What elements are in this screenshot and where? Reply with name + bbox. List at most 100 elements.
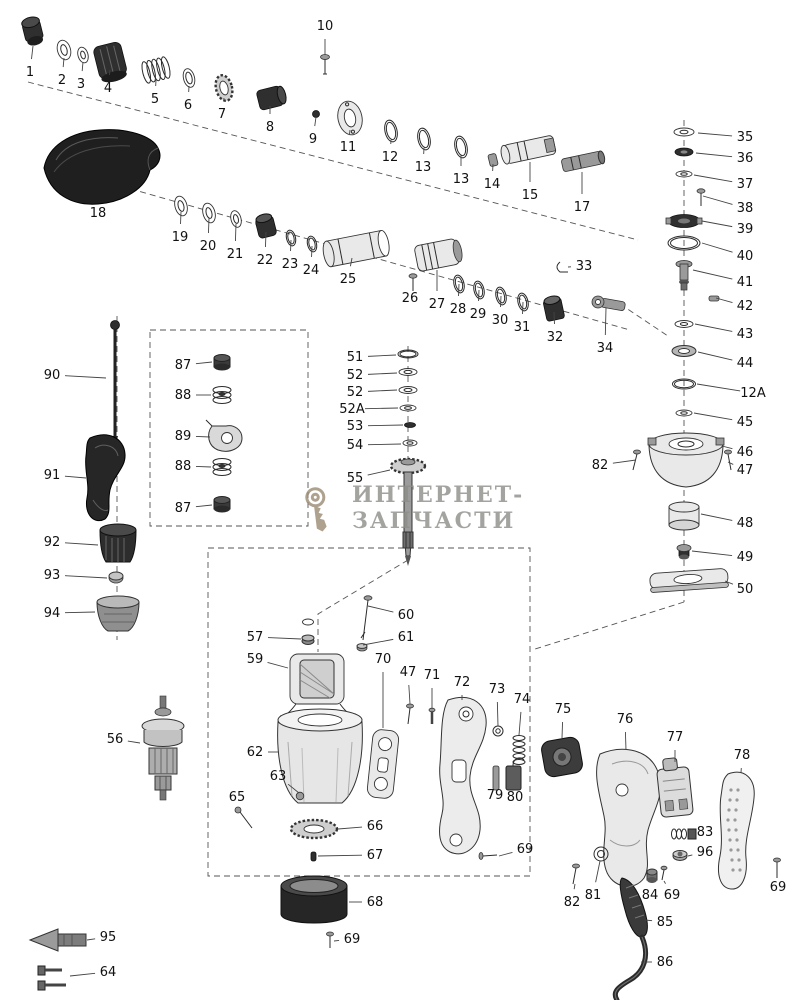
part-label-6: 6 bbox=[184, 98, 192, 113]
leader-line-47 bbox=[408, 684, 411, 705]
leader-line-81 bbox=[595, 860, 601, 883]
leader-line-73 bbox=[496, 701, 499, 727]
part-25-cylinder-sleeve bbox=[322, 229, 390, 268]
leader-line-35 bbox=[697, 132, 733, 137]
part-label-47: 47 bbox=[737, 463, 754, 478]
part-label-45: 45 bbox=[737, 415, 754, 430]
leader-line-87 bbox=[195, 361, 213, 365]
part-label-21: 21 bbox=[227, 247, 244, 262]
part-63-bearing bbox=[295, 791, 305, 801]
leader-line-90 bbox=[64, 375, 107, 379]
part-label-69: 69 bbox=[664, 888, 681, 903]
leader-line-3 bbox=[81, 61, 84, 72]
part-41-gear-shaft bbox=[675, 260, 693, 291]
part-label-69: 69 bbox=[344, 932, 361, 947]
part-label-89: 89 bbox=[175, 429, 192, 444]
part-label-38: 38 bbox=[737, 201, 754, 216]
part-36-washer bbox=[674, 147, 694, 157]
part-49-cup bbox=[676, 544, 692, 560]
part-label-35: 35 bbox=[737, 130, 754, 145]
part-label-81: 81 bbox=[585, 888, 602, 903]
part-label-82: 82 bbox=[564, 895, 581, 910]
leader-line-55 bbox=[367, 469, 391, 476]
part-label-90: 90 bbox=[44, 368, 61, 383]
part-47-screw-mid bbox=[406, 703, 414, 725]
key-icon bbox=[305, 487, 327, 532]
leader-line-53 bbox=[367, 424, 404, 427]
leader-line-12A bbox=[696, 383, 741, 392]
part-label-46: 46 bbox=[737, 445, 754, 460]
part-1-cap bbox=[21, 16, 44, 46]
part-44-bearing bbox=[671, 345, 697, 357]
part-label-3: 3 bbox=[77, 77, 85, 92]
part-label-23: 23 bbox=[282, 257, 299, 272]
leader-line-89 bbox=[195, 436, 211, 438]
leader-line-39 bbox=[701, 220, 733, 228]
part-label-12: 12 bbox=[382, 150, 399, 165]
part-label-48: 48 bbox=[737, 516, 754, 531]
leader-line-87 bbox=[195, 504, 213, 508]
part-label-69: 69 bbox=[517, 842, 534, 857]
leader-line-69 bbox=[663, 880, 666, 884]
part-24-o-ring bbox=[306, 235, 318, 253]
part-label-73: 73 bbox=[489, 682, 506, 697]
part-label-40: 40 bbox=[737, 249, 754, 264]
part-12A-o-ring bbox=[672, 378, 696, 390]
part-label-86: 86 bbox=[657, 955, 674, 970]
part-label-24: 24 bbox=[303, 263, 320, 278]
part-13b-o-ring bbox=[454, 135, 468, 159]
part-37-washer bbox=[675, 170, 693, 178]
leader-line-52 bbox=[367, 389, 398, 392]
part-48-grease-tube bbox=[668, 501, 700, 531]
part-29-o-ring bbox=[473, 280, 485, 300]
part-70-bracket bbox=[366, 729, 400, 799]
part-79-plate bbox=[492, 765, 500, 791]
leader-line-36 bbox=[695, 152, 733, 158]
part-39-plate bbox=[665, 214, 703, 228]
part-21-washer bbox=[230, 210, 242, 228]
leader-line-42 bbox=[715, 297, 733, 303]
part-81-ring bbox=[593, 846, 609, 862]
part-label-41: 41 bbox=[737, 275, 754, 290]
part-label-87: 87 bbox=[175, 501, 192, 516]
part-label-91: 91 bbox=[44, 468, 61, 483]
part-label-20: 20 bbox=[200, 239, 217, 254]
part-26-screw bbox=[408, 273, 418, 291]
part-label-66: 66 bbox=[367, 819, 384, 834]
part-label-57: 57 bbox=[247, 630, 264, 645]
part-label-82: 82 bbox=[592, 458, 609, 473]
part-72-support-plate bbox=[439, 697, 487, 855]
part-label-29: 29 bbox=[470, 307, 487, 322]
part-label-55: 55 bbox=[347, 471, 364, 486]
part-label-49: 49 bbox=[737, 550, 754, 565]
leader-line-93 bbox=[64, 575, 108, 579]
part-69-screw-c bbox=[660, 865, 668, 881]
part-23-o-ring bbox=[285, 229, 297, 247]
part-75-brush-cap bbox=[541, 736, 583, 778]
part-label-39: 39 bbox=[737, 222, 754, 237]
part-label-27: 27 bbox=[429, 297, 446, 312]
part-50-base-plate bbox=[649, 568, 729, 593]
part-label-10: 10 bbox=[317, 19, 334, 34]
part-label-61: 61 bbox=[398, 630, 415, 645]
part-2-washer bbox=[56, 39, 72, 61]
leader-line-25 bbox=[349, 257, 353, 267]
part-label-64: 64 bbox=[100, 965, 117, 980]
part-17-spindle bbox=[561, 150, 606, 172]
part-74-spring bbox=[512, 735, 526, 765]
part-label-37: 37 bbox=[737, 177, 754, 192]
part-label-74: 74 bbox=[514, 692, 531, 707]
part-label-56: 56 bbox=[107, 732, 124, 747]
key-stem bbox=[314, 505, 327, 532]
part-label-92: 92 bbox=[44, 535, 61, 550]
leader-line-43 bbox=[694, 323, 733, 332]
part-55-gear-shaft bbox=[389, 457, 427, 566]
part-label-42: 42 bbox=[737, 299, 754, 314]
leader-line-56 bbox=[127, 740, 141, 744]
leader-line-46 bbox=[721, 445, 733, 450]
part-65-screw bbox=[234, 806, 253, 829]
part-64-screws bbox=[37, 965, 66, 991]
leader-line-2 bbox=[62, 57, 65, 68]
leader-line-40 bbox=[701, 242, 733, 253]
